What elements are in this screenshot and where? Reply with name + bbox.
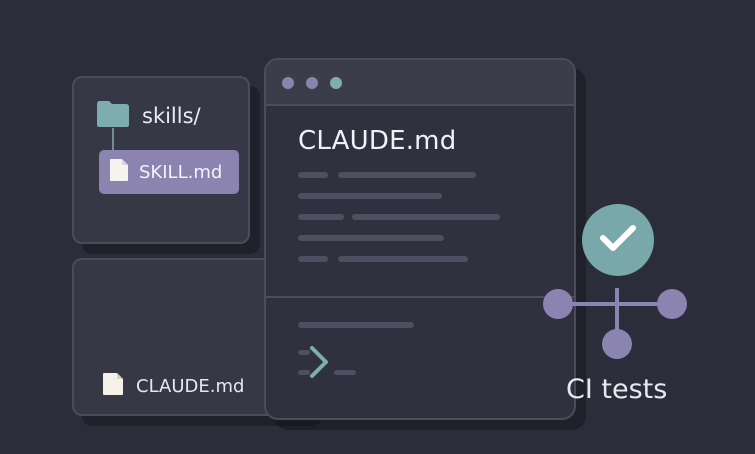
folder-icon — [96, 100, 130, 132]
text-line-placeholder — [352, 214, 500, 220]
ci-network-icon — [540, 280, 690, 366]
tree-connector — [112, 128, 114, 152]
text-line-placeholder — [298, 172, 328, 178]
file-icon — [109, 158, 129, 186]
ci-status-badge — [582, 204, 654, 276]
window-titlebar — [266, 60, 574, 106]
skills-tree-panel: skills/ SKILL.md — [72, 76, 250, 244]
text-line-placeholder — [298, 193, 442, 199]
check-icon — [598, 222, 638, 258]
window-control-dot[interactable] — [306, 77, 318, 89]
folder-label: skills/ — [142, 104, 201, 128]
window-control-dot[interactable] — [330, 77, 342, 89]
skill-file-label: SKILL.md — [139, 161, 223, 183]
text-line-placeholder — [338, 172, 476, 178]
text-line-placeholder — [298, 214, 344, 220]
claude-file-label: CLAUDE.md — [136, 375, 245, 397]
text-line-placeholder — [298, 235, 444, 241]
claude-file-panel: CLAUDE.md — [72, 258, 312, 416]
file-icon — [102, 372, 124, 400]
window-control-dot[interactable] — [282, 77, 294, 89]
document-title: CLAUDE.md — [298, 126, 457, 156]
terminal-line-placeholder — [298, 322, 414, 328]
ci-tests-label: CI tests — [566, 374, 668, 405]
editor-window: CLAUDE.md — [264, 58, 576, 420]
text-line-placeholder — [338, 256, 468, 262]
skill-file-item[interactable]: SKILL.md — [99, 150, 239, 194]
claude-file-item[interactable]: CLAUDE.md — [102, 372, 244, 400]
terminal-prompt-icon — [298, 346, 362, 384]
text-line-placeholder — [298, 256, 328, 262]
terminal-pane[interactable] — [266, 296, 574, 418]
skills-folder[interactable]: skills/ — [96, 100, 201, 132]
